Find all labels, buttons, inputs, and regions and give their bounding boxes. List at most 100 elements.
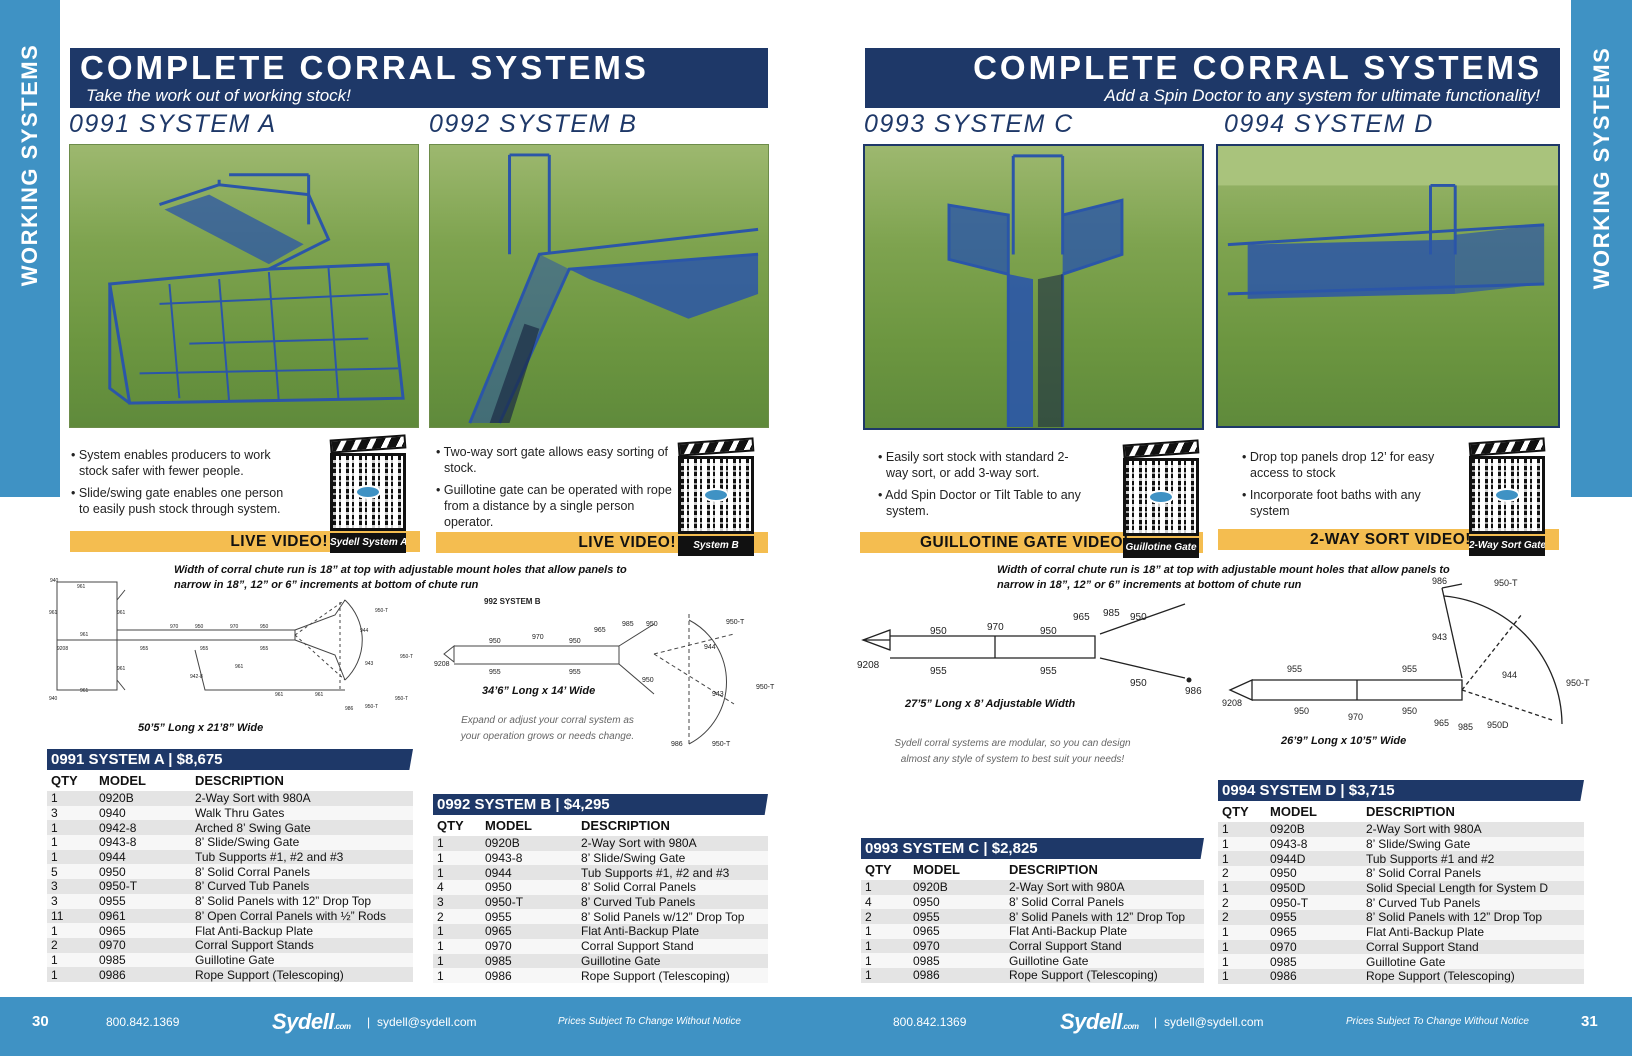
model-cell: 0965: [481, 924, 577, 939]
model-cell: 0950-T: [95, 879, 191, 894]
description-cell: 8’ Slide/Swing Gate: [577, 850, 768, 866]
model-cell: 0950: [1266, 866, 1362, 881]
system-c-video-link[interactable]: GUILLOTINE GATE VIDEO!: [860, 532, 1203, 553]
description-cell: Walk Thru Gates: [191, 805, 413, 821]
bullet: System enables producers to work stock s…: [69, 447, 294, 479]
diagram-label: 950: [646, 621, 658, 628]
model-cell: 0965: [909, 924, 1005, 939]
phone-number[interactable]: 800.842.1369: [106, 1015, 180, 1029]
model-cell: 0965: [1266, 924, 1362, 940]
qty-cell: 1: [47, 967, 95, 982]
diagram-label: 986: [671, 741, 683, 748]
phone-number[interactable]: 800.842.1369: [893, 1015, 967, 1029]
column-header: QTY: [865, 862, 892, 877]
diagram-label: 942-8: [190, 674, 203, 680]
diagram-label: 950: [1130, 678, 1147, 689]
qty-cell: 4: [433, 880, 481, 895]
column-header: DESCRIPTION: [1366, 804, 1455, 819]
diagram-label: 970: [170, 624, 179, 630]
model-cell: 0955: [95, 893, 191, 909]
system-b-photo: [429, 144, 769, 428]
price-header: 0991 SYSTEM A | $8,675: [47, 749, 413, 770]
diagram-label: 950: [1294, 706, 1309, 716]
diagram-label: 950-T: [726, 619, 745, 626]
system-a-title: 0991 SYSTEM A: [69, 110, 277, 138]
model-cell: 0955: [909, 909, 1005, 925]
system-b-qr-code[interactable]: System B: [674, 437, 755, 558]
model-cell: 0955: [481, 909, 577, 925]
column-header: MODEL: [913, 862, 960, 877]
diagram-label: 950: [642, 677, 654, 684]
system-c-bullets: Easily sort stock with standard 2-way so…: [876, 449, 1086, 525]
clapperboard-icon: [1122, 439, 1200, 459]
qty-cell: 1: [1218, 836, 1266, 852]
diagram-label: 955: [489, 669, 501, 676]
qty-cell: 1: [47, 849, 95, 865]
model-cell: 0950-T: [481, 894, 577, 910]
model-cell: 0950D: [1266, 880, 1362, 896]
qty-cell: 1: [1218, 968, 1266, 984]
expand-note: Expand or adjust your corral system as y…: [460, 715, 635, 742]
diagram-label: 950-T: [1494, 578, 1518, 588]
qr-label: Sydell System A: [330, 533, 406, 553]
diagram-label: 961: [80, 632, 89, 638]
right-banner: COMPLETE CORRAL SYSTEMS Add a Spin Docto…: [865, 48, 1560, 108]
diagram-label: 944: [704, 644, 716, 651]
system-b-bullets: Two-way sort gate allows easy sorting of…: [434, 444, 674, 536]
system-d-dimensions: 26’9” Long x 10’5” Wide: [1281, 735, 1407, 747]
diagram-label: 965: [1434, 718, 1449, 728]
diagram-label: 944: [360, 628, 369, 634]
description-cell: Arched 8’ Swing Gate: [191, 820, 413, 836]
email-link[interactable]: sydell@sydell.com: [377, 1015, 477, 1029]
diagram-label: 985: [1103, 608, 1120, 619]
bullet: Incorporate foot baths with any system: [1240, 487, 1440, 519]
qty-cell: 1: [1218, 880, 1266, 896]
model-cell: 0970: [1266, 939, 1362, 955]
clapperboard-icon: [1468, 437, 1546, 457]
description-cell: Flat Anti-Backup Plate: [1005, 924, 1204, 939]
qr-label: System B: [678, 536, 754, 556]
diagram-label: 961: [117, 610, 126, 616]
diagram-label: 950: [260, 624, 269, 630]
description-cell: Flat Anti-Backup Plate: [1362, 924, 1584, 940]
description-cell: 2-Way Sort with 980A: [191, 791, 413, 806]
qr-code-icon: [678, 456, 754, 534]
diagram-label: 940: [50, 578, 59, 584]
description-cell: Rope Support (Telescoping): [577, 968, 768, 983]
description-cell: Rope Support (Telescoping): [1005, 968, 1204, 983]
diagram-label: 965: [594, 627, 606, 634]
description-cell: 8’ Curved Tub Panels: [191, 879, 413, 894]
price-header: 0993 SYSTEM C | $2,825: [861, 838, 1204, 859]
system-a-qr-code[interactable]: Sydell System A: [326, 434, 407, 555]
bullet: Guillotine gate can be operated with rop…: [434, 482, 674, 530]
diagram-label: 950: [569, 638, 581, 645]
description-cell: 2-Way Sort with 980A: [1362, 822, 1584, 837]
qty-cell: 2: [47, 937, 95, 953]
model-cell: 0986: [481, 968, 577, 983]
diagram-label: 955: [260, 646, 269, 652]
bullet: Two-way sort gate allows easy sorting of…: [434, 444, 674, 476]
qty-cell: 1: [433, 924, 481, 939]
description-cell: Flat Anti-Backup Plate: [577, 924, 768, 939]
system-c-qr-code[interactable]: Guillotine Gate: [1119, 439, 1200, 560]
system-a-diagram: 940 961 961 961 9208 961 940 961 961 970…: [45, 570, 420, 715]
qty-cell: 1: [433, 850, 481, 866]
system-c-price-table: 0993 SYSTEM C | $2,825 QTY MODEL DESCRIP…: [861, 838, 1204, 983]
system-c-dimensions: 27’5” Long x 8’ Adjustable Width: [905, 698, 1076, 710]
banner-subtitle: Take the work out of working stock!: [86, 86, 351, 105]
column-header: QTY: [1222, 804, 1249, 819]
bullet: Slide/swing gate enables one person to e…: [69, 485, 294, 517]
email-link[interactable]: sydell@sydell.com: [1164, 1015, 1264, 1029]
diagram-label: 970: [987, 622, 1004, 633]
system-d-qr-code[interactable]: 2-Way Sort Gate: [1465, 437, 1546, 558]
